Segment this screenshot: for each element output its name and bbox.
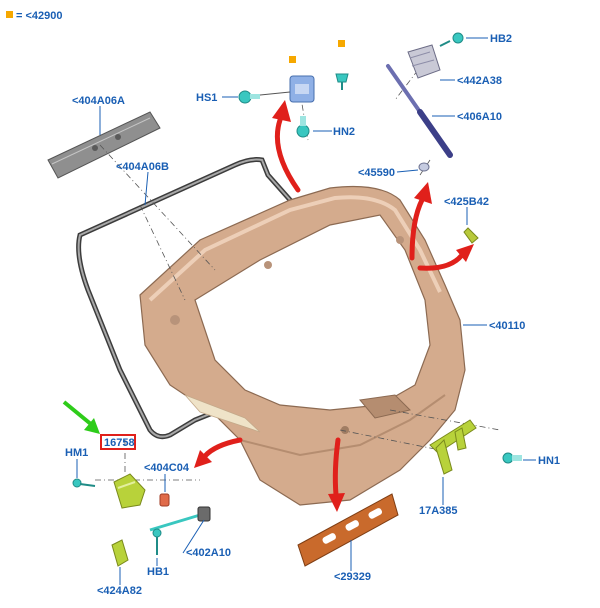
- red-arrows: [194, 100, 474, 512]
- label-HS1[interactable]: HS1: [196, 92, 217, 104]
- label-HB2[interactable]: HB2: [490, 33, 512, 45]
- bolt-HB1-icon: [152, 528, 162, 555]
- trim-panel-404A06A: [47, 111, 161, 179]
- legend-swatch: [6, 11, 13, 18]
- label-17A385[interactable]: 17A385: [419, 505, 458, 517]
- legend-text: = <42900: [16, 10, 63, 22]
- highlight-box-16758: [100, 434, 136, 450]
- label-425B42[interactable]: <425B42: [444, 196, 489, 208]
- label-424A82[interactable]: <424A82: [97, 585, 142, 597]
- bracket-17A385: [429, 419, 477, 475]
- label-45590[interactable]: <45590: [358, 167, 395, 179]
- label-406A10[interactable]: <406A10: [457, 111, 502, 123]
- bracket-424A82: [111, 539, 129, 567]
- latch-actuator-assembly: [249, 75, 315, 103]
- trim-panel-29329: [297, 493, 399, 567]
- label-HM1[interactable]: HM1: [65, 447, 88, 459]
- label-404A06A[interactable]: <404A06A: [72, 95, 125, 107]
- service-marker-1: [289, 56, 296, 63]
- label-HN1[interactable]: HN1: [538, 455, 560, 467]
- service-marker-2: [338, 40, 345, 47]
- label-404A06B[interactable]: <404A06B: [116, 161, 169, 173]
- bolt-HS1-icon: [238, 90, 260, 104]
- bolt-HN1-icon: [502, 452, 522, 464]
- label-404C04[interactable]: <404C04: [144, 462, 190, 474]
- gas-strut-406A10: [386, 64, 453, 158]
- label-402A10[interactable]: <402A10: [186, 547, 231, 559]
- clip-fastener-icon: [335, 73, 349, 90]
- latch-16758: [113, 473, 146, 509]
- bumper-stop-45590: [418, 162, 430, 172]
- trim-clip-425B42: [463, 227, 479, 244]
- release-switch-402A10: [149, 506, 211, 532]
- label-29329[interactable]: <29329: [334, 571, 371, 583]
- bolt-HN2-icon: [296, 116, 310, 138]
- label-40110[interactable]: <40110: [489, 320, 525, 332]
- label-442A38[interactable]: <442A38: [457, 75, 502, 87]
- bolt-HB2-icon: [439, 32, 464, 47]
- label-16758[interactable]: 16758: [104, 437, 135, 449]
- label-leaders: [76, 37, 536, 585]
- strut-bracket-442A38: [407, 44, 441, 79]
- pointer-arrow: [62, 400, 100, 434]
- label-HB1[interactable]: HB1: [147, 566, 169, 578]
- label-HN2[interactable]: HN2: [333, 126, 355, 138]
- plug-404C04: [159, 493, 170, 507]
- liftgate-40110: [139, 185, 466, 506]
- bolt-HM1-icon: [72, 478, 96, 488]
